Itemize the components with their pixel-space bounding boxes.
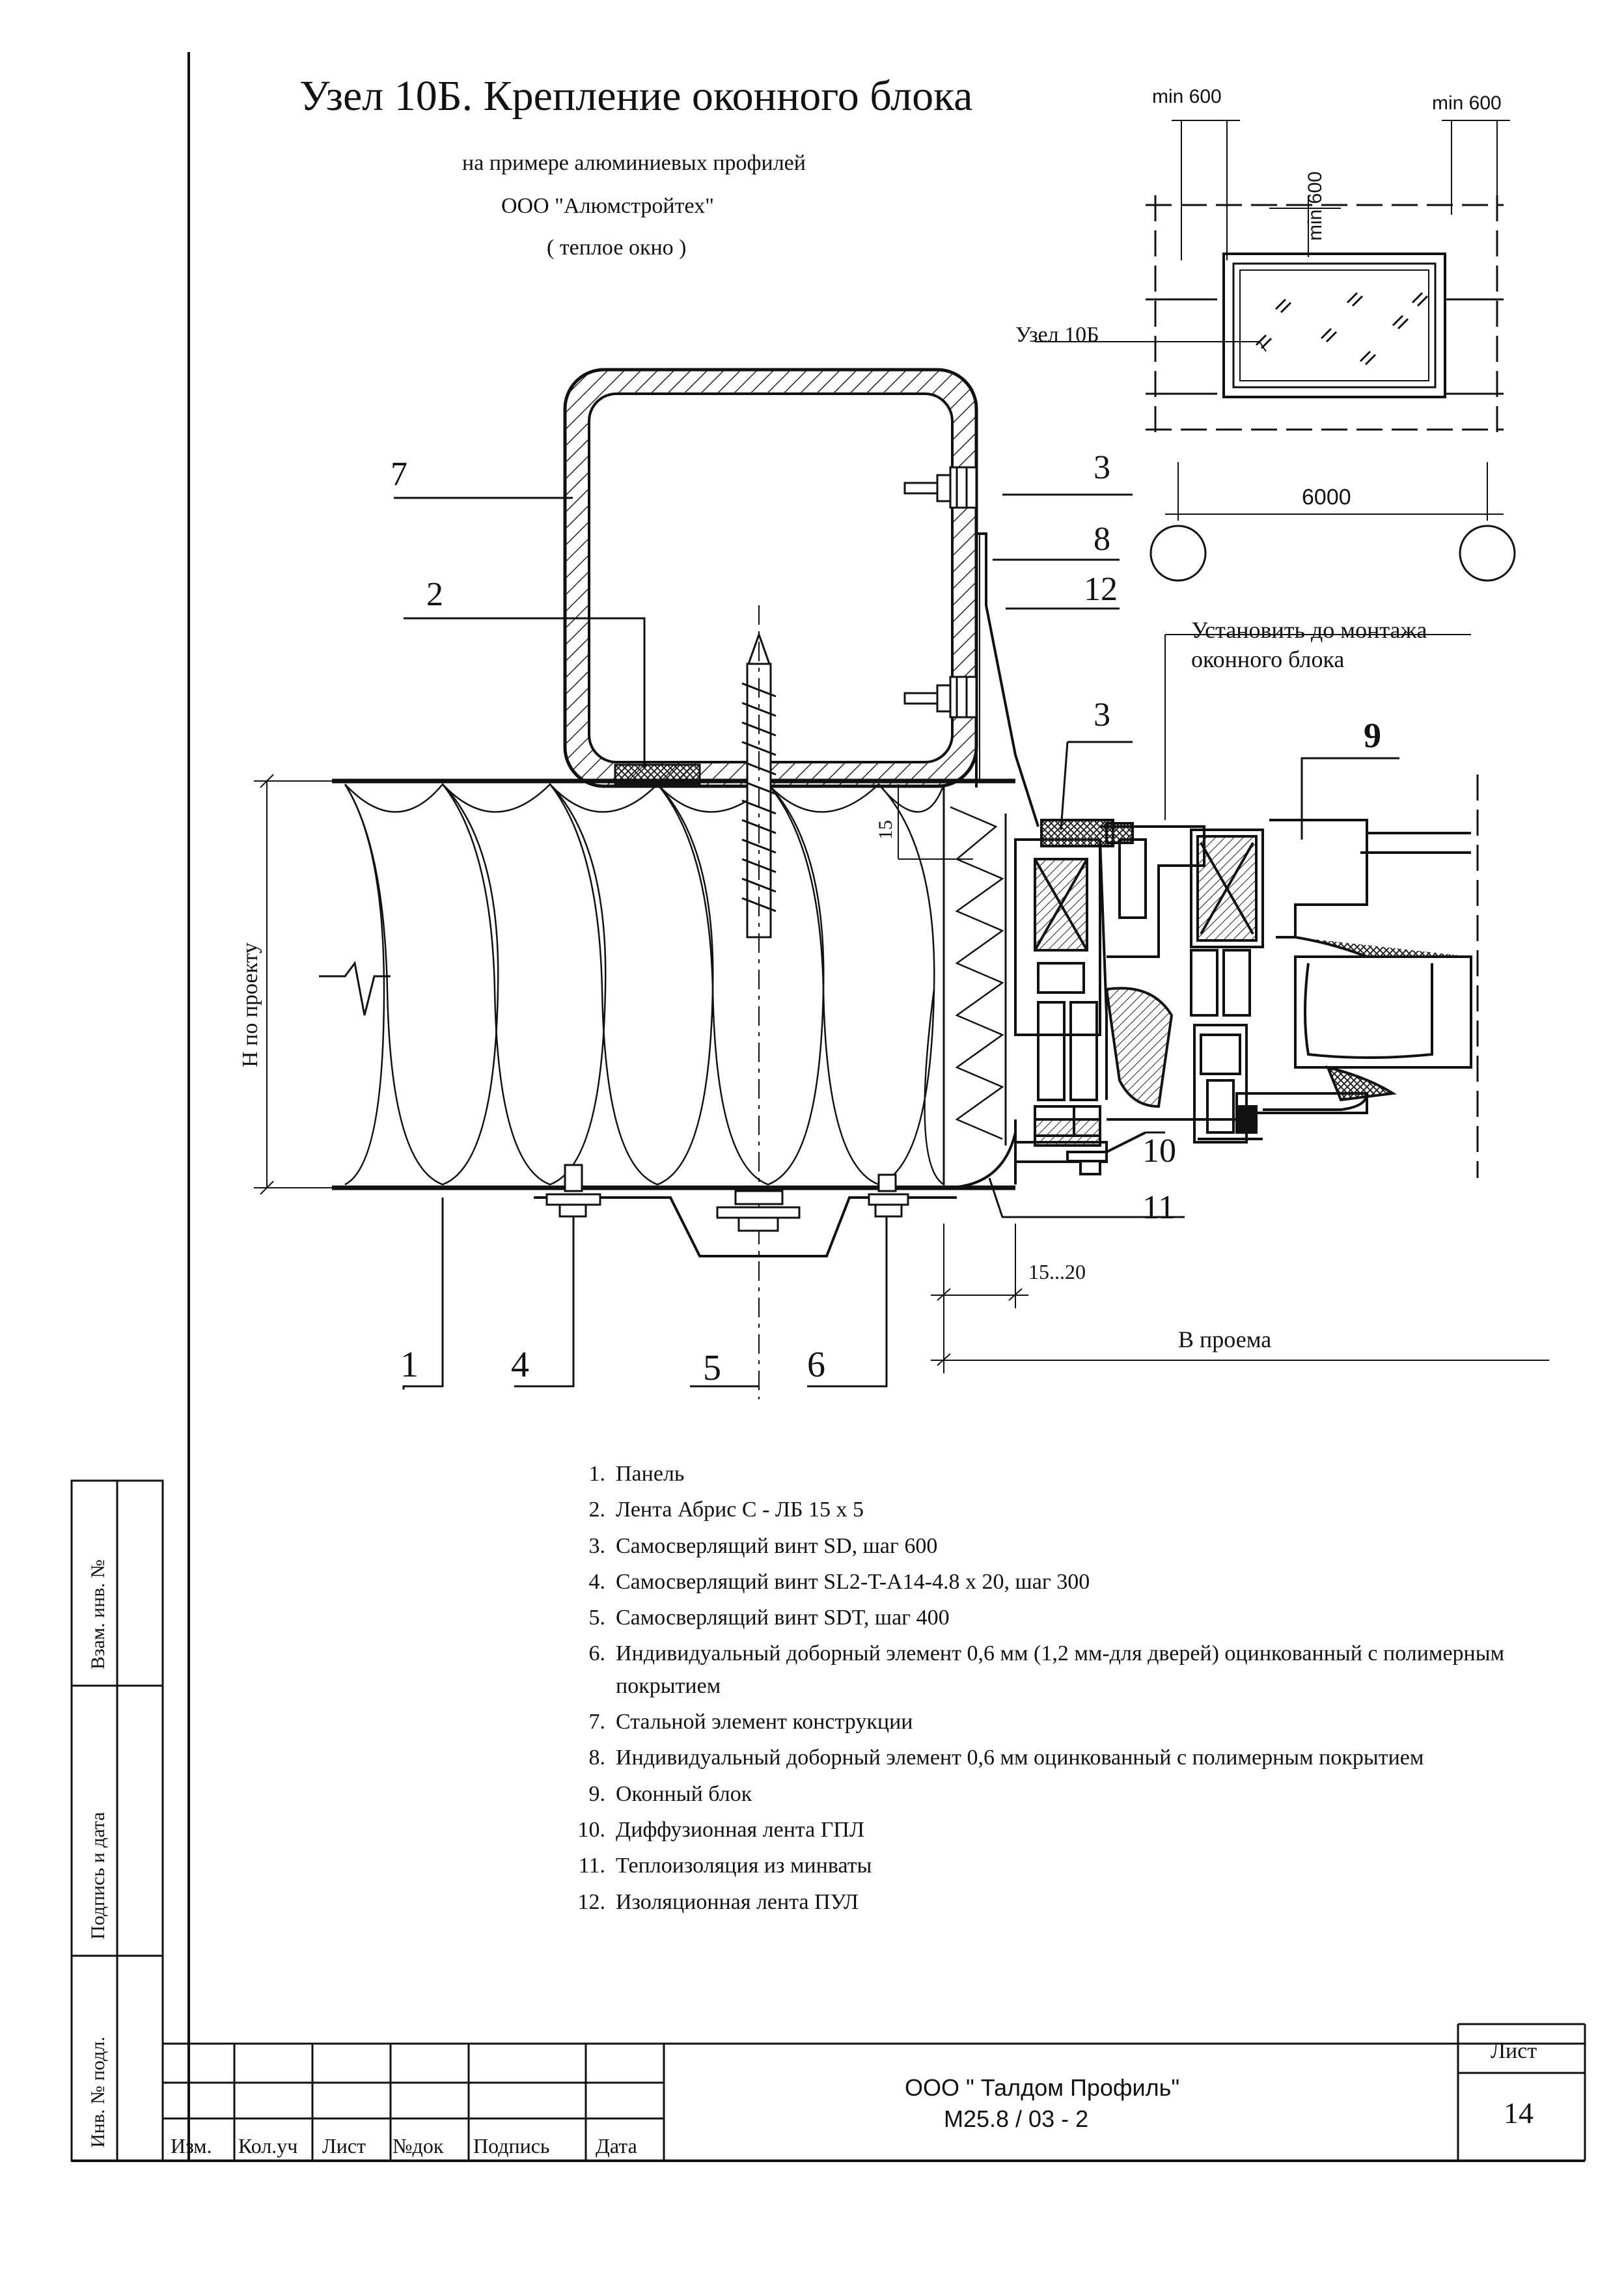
dim-15-20-label: 15...20 (1028, 1260, 1086, 1283)
tb-data: Дата (596, 2134, 637, 2158)
callout-4: 4 (511, 1345, 529, 1385)
window-frame-profile (1014, 819, 1472, 1185)
legend-item: 9. Оконный блок (560, 1778, 1536, 1810)
inset-dim-vertical: min 600 (1304, 171, 1326, 241)
callout-3-lower: 3 (1094, 696, 1110, 733)
tb-sheet-label: Лист (1491, 2039, 1537, 2063)
dim-15 (898, 784, 973, 860)
legend-number: 7. (588, 1710, 606, 1734)
callout-8: 8 (1094, 521, 1110, 558)
height-dimension (254, 774, 338, 1195)
legend-text: Самосверлящий винт SDT, шаг 400 (616, 1606, 950, 1630)
legend-text: Диффузионная лента ГПЛ (616, 1817, 865, 1842)
screw-sl2-row (545, 1164, 909, 1232)
legend-number: 4. (588, 1569, 606, 1594)
bottom-flashing (534, 1119, 1017, 1257)
legend-text: Панель (616, 1462, 685, 1486)
stamp-vzam: Взам. инв. № (87, 1559, 109, 1669)
legend-item: 11. Теплоизоляция из минваты (560, 1850, 1536, 1882)
inset-node-label: Узел 10Б (1015, 323, 1099, 347)
subtitle-line-3: ( теплое окно ) (547, 236, 687, 260)
tb-koluch: Кол.уч (238, 2134, 297, 2158)
legend-text: Самосверлящий винт SD, шаг 600 (616, 1533, 938, 1558)
legend-number: 8. (588, 1746, 606, 1770)
tb-sheet-number: 14 (1504, 2096, 1534, 2130)
legend-item: 5. Самосверлящий винт SDT, шаг 400 (560, 1602, 1536, 1634)
legend-text: Стальной элемент конструкции (616, 1710, 913, 1734)
legend-number: 5. (588, 1606, 606, 1630)
side-stamp (70, 1479, 164, 2162)
stamp-podpis: Подпись и дата (87, 1812, 109, 1939)
sandwich-panel (319, 778, 1015, 1190)
callout-3-upper: 3 (1094, 449, 1110, 486)
legend-item: 7. Стальной элемент конструкции (560, 1706, 1536, 1738)
legend-text: Самосверлящий винт SL2-T-A14-4.8 x 20, ш… (616, 1569, 1090, 1594)
install-note-line-2: оконного блока (1191, 646, 1344, 672)
inset-span-dimension: 6000 (1302, 485, 1351, 510)
install-note-line-1: Установить до монтажа (1191, 617, 1427, 643)
screw-sd-lower (903, 676, 978, 719)
callout-leaders (394, 493, 1399, 1390)
legend-number: 10. (577, 1817, 606, 1842)
tb-ndok: №док (392, 2134, 444, 2158)
legend-number: 11. (578, 1854, 605, 1878)
screw-sd-upper (903, 466, 978, 509)
legend-number: 3. (588, 1533, 606, 1558)
callout-12: 12 (1084, 571, 1118, 608)
callout-11: 11 (1142, 1189, 1175, 1226)
screw-sdt (734, 605, 784, 1399)
subtitle-line-2: ООО "Алюмстройтех" (501, 194, 714, 218)
stamp-inv: Инв. № подл. (87, 2036, 109, 2148)
tb-list: Лист (322, 2134, 366, 2158)
legend-number: 2. (588, 1498, 606, 1522)
legend-text: Изоляционная лента ПУЛ (616, 1889, 859, 1914)
side-flashing (975, 456, 1039, 827)
callout-10: 10 (1142, 1132, 1176, 1170)
callout-5: 5 (703, 1348, 721, 1388)
legend-text: Лента Абрис С - ЛБ 15 х 5 (616, 1498, 864, 1522)
legend-item: 10. Диффузионная лента ГПЛ (560, 1814, 1536, 1846)
legend-list: 1. Панель 2. Лента Абрис С - ЛБ 15 х 5 3. Сам… (560, 1458, 1536, 1922)
opening-width-label: В проема (1178, 1326, 1271, 1352)
inset-dim-top-right: min 600 (1432, 92, 1502, 114)
legend-text: Оконный блок (616, 1781, 752, 1806)
callout-7: 7 (391, 456, 407, 493)
height-label: Н по проекту (238, 942, 262, 1067)
subtitle-line-1: на примере алюминиевых профилей (462, 151, 806, 175)
callout-2: 2 (426, 576, 443, 613)
legend-number: 12. (577, 1889, 606, 1914)
title-block (161, 2023, 1585, 2161)
legend-number: 6. (588, 1641, 606, 1666)
legend-text: Индивидуальный доборный элемент 0,6 мм о… (616, 1746, 1424, 1770)
window-elevation-inset (1035, 120, 1516, 582)
tb-doc-code: М25.8 / 03 - 2 (944, 2105, 1088, 2132)
legend-item: 8. Индивидуальный доборный элемент 0,6 мм… (560, 1742, 1536, 1774)
inset-dim-top-left: min 600 (1152, 86, 1222, 107)
bottom-dimensions (931, 1224, 1549, 1373)
legend-item: 4. Самосверлящий винт SL2-T-A14-4.8 x 20,… (560, 1566, 1536, 1598)
drawing-title: Узел 10Б. Крепление оконного блока (299, 72, 973, 120)
legend-number: 9. (588, 1781, 606, 1806)
callout-1: 1 (400, 1345, 419, 1385)
legend-text: Теплоизоляция из минваты (616, 1854, 872, 1878)
legend-item: 3. Самосверлящий винт SD, шаг 600 (560, 1530, 1536, 1562)
mineral-wool-fill (950, 806, 1004, 1140)
dim-15-label: 15 (875, 820, 896, 840)
legend-item: 12. Изоляционная лента ПУЛ (560, 1886, 1536, 1918)
legend-number: 1. (588, 1462, 606, 1486)
callout-6: 6 (807, 1345, 825, 1385)
legend-item: 2. Лента Абрис С - ЛБ 15 х 5 (560, 1494, 1536, 1526)
legend-item: 1. Панель (560, 1458, 1536, 1490)
tb-izm: Изм. (171, 2134, 212, 2158)
sheet-frame (72, 52, 1586, 2162)
tb-podpis: Подпись (473, 2134, 550, 2158)
tb-company: ООО " Талдом Профиль" (905, 2074, 1179, 2101)
callout-9: 9 (1364, 716, 1381, 755)
legend-item: 6. Индивидуальный доборный элемент 0,6 мм… (560, 1638, 1536, 1702)
legend-text: Индивидуальный доборный элемент 0,6 мм (… (616, 1641, 1505, 1698)
